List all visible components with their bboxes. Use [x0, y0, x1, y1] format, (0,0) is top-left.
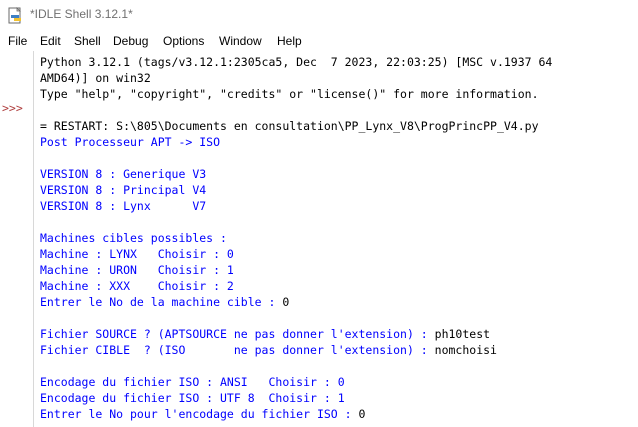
menu-options[interactable]: Options: [163, 34, 205, 48]
output-text: Fichier CIBLE ? (ISO ne pas donner l'ext…: [40, 343, 435, 357]
shell-line: Fichier CIBLE ? (ISO ne pas donner l'ext…: [40, 342, 638, 358]
shell-line: Machine : LYNX Choisir : 0: [40, 247, 234, 261]
user-input-text: nomchoisi: [434, 343, 497, 357]
user-input-text: 0: [282, 295, 290, 309]
shell-line: [40, 310, 638, 326]
menu-edit[interactable]: Edit: [40, 34, 61, 48]
shell-line: AMD64)] on win32: [40, 71, 151, 85]
shell-line: Machine : URON Choisir : 1: [40, 263, 234, 277]
shell-line: VERSION 8 : Generique V3: [40, 167, 207, 181]
shell-line: Encodage du fichier ISO : UTF 8 Choisir …: [40, 391, 345, 405]
idle-app-icon: [8, 7, 21, 24]
menu-shell[interactable]: Shell: [74, 34, 101, 48]
menu-window[interactable]: Window: [219, 34, 262, 48]
shell-line: Post Processeur APT -> ISO: [40, 135, 221, 149]
menu-bar: File Edit Shell Debug Options Window Hel…: [0, 31, 638, 51]
shell-line: [40, 150, 638, 166]
shell-line: Machine : XXX Choisir : 2: [40, 279, 234, 293]
shell-line: [40, 102, 638, 118]
shell-line: [40, 214, 638, 230]
prompt-gutter: >>>: [0, 51, 32, 427]
shell-line: Python 3.12.1 (tags/v3.12.1:2305ca5, Dec…: [40, 55, 553, 69]
shell-line: Entrer le No de la machine cible : 0: [40, 294, 638, 310]
shell-line: Encodage du fichier ISO : ANSI Choisir :…: [40, 375, 345, 389]
menu-debug[interactable]: Debug: [113, 34, 149, 48]
shell-prompt: >>>: [2, 101, 23, 115]
shell-line: VERSION 8 : Principal V4: [40, 183, 207, 197]
shell-line: Entrer le No pour l'encodage du fichier …: [40, 406, 638, 422]
window-title: *IDLE Shell 3.12.1*: [30, 7, 133, 21]
output-text: Entrer le No de la machine cible :: [40, 295, 283, 309]
menu-help[interactable]: Help: [277, 34, 302, 48]
shell-window: >>> Python 3.12.1 (tags/v3.12.1:2305ca5,…: [0, 51, 638, 427]
gutter-divider: [33, 51, 34, 427]
user-input-text: 0: [358, 407, 366, 421]
shell-text-area[interactable]: Python 3.12.1 (tags/v3.12.1:2305ca5, Dec…: [40, 54, 638, 427]
user-input-text: ph10test: [434, 327, 491, 341]
shell-line: Machines cibles possibles :: [40, 231, 227, 245]
shell-line: Fichier SOURCE ? (APTSOURCE ne pas donne…: [40, 326, 638, 342]
output-text: Entrer le No pour l'encodage du fichier …: [40, 407, 359, 421]
shell-line: = RESTART: S:\805\Documents en consultat…: [40, 119, 539, 133]
title-bar[interactable]: *IDLE Shell 3.12.1*: [0, 0, 638, 31]
menu-file[interactable]: File: [8, 34, 28, 48]
shell-line: VERSION 8 : Lynx V7: [40, 199, 207, 213]
output-text: Fichier SOURCE ? (APTSOURCE ne pas donne…: [40, 327, 435, 341]
shell-line: Type "help", "copyright", "credits" or "…: [40, 87, 539, 101]
shell-line: [40, 358, 638, 374]
